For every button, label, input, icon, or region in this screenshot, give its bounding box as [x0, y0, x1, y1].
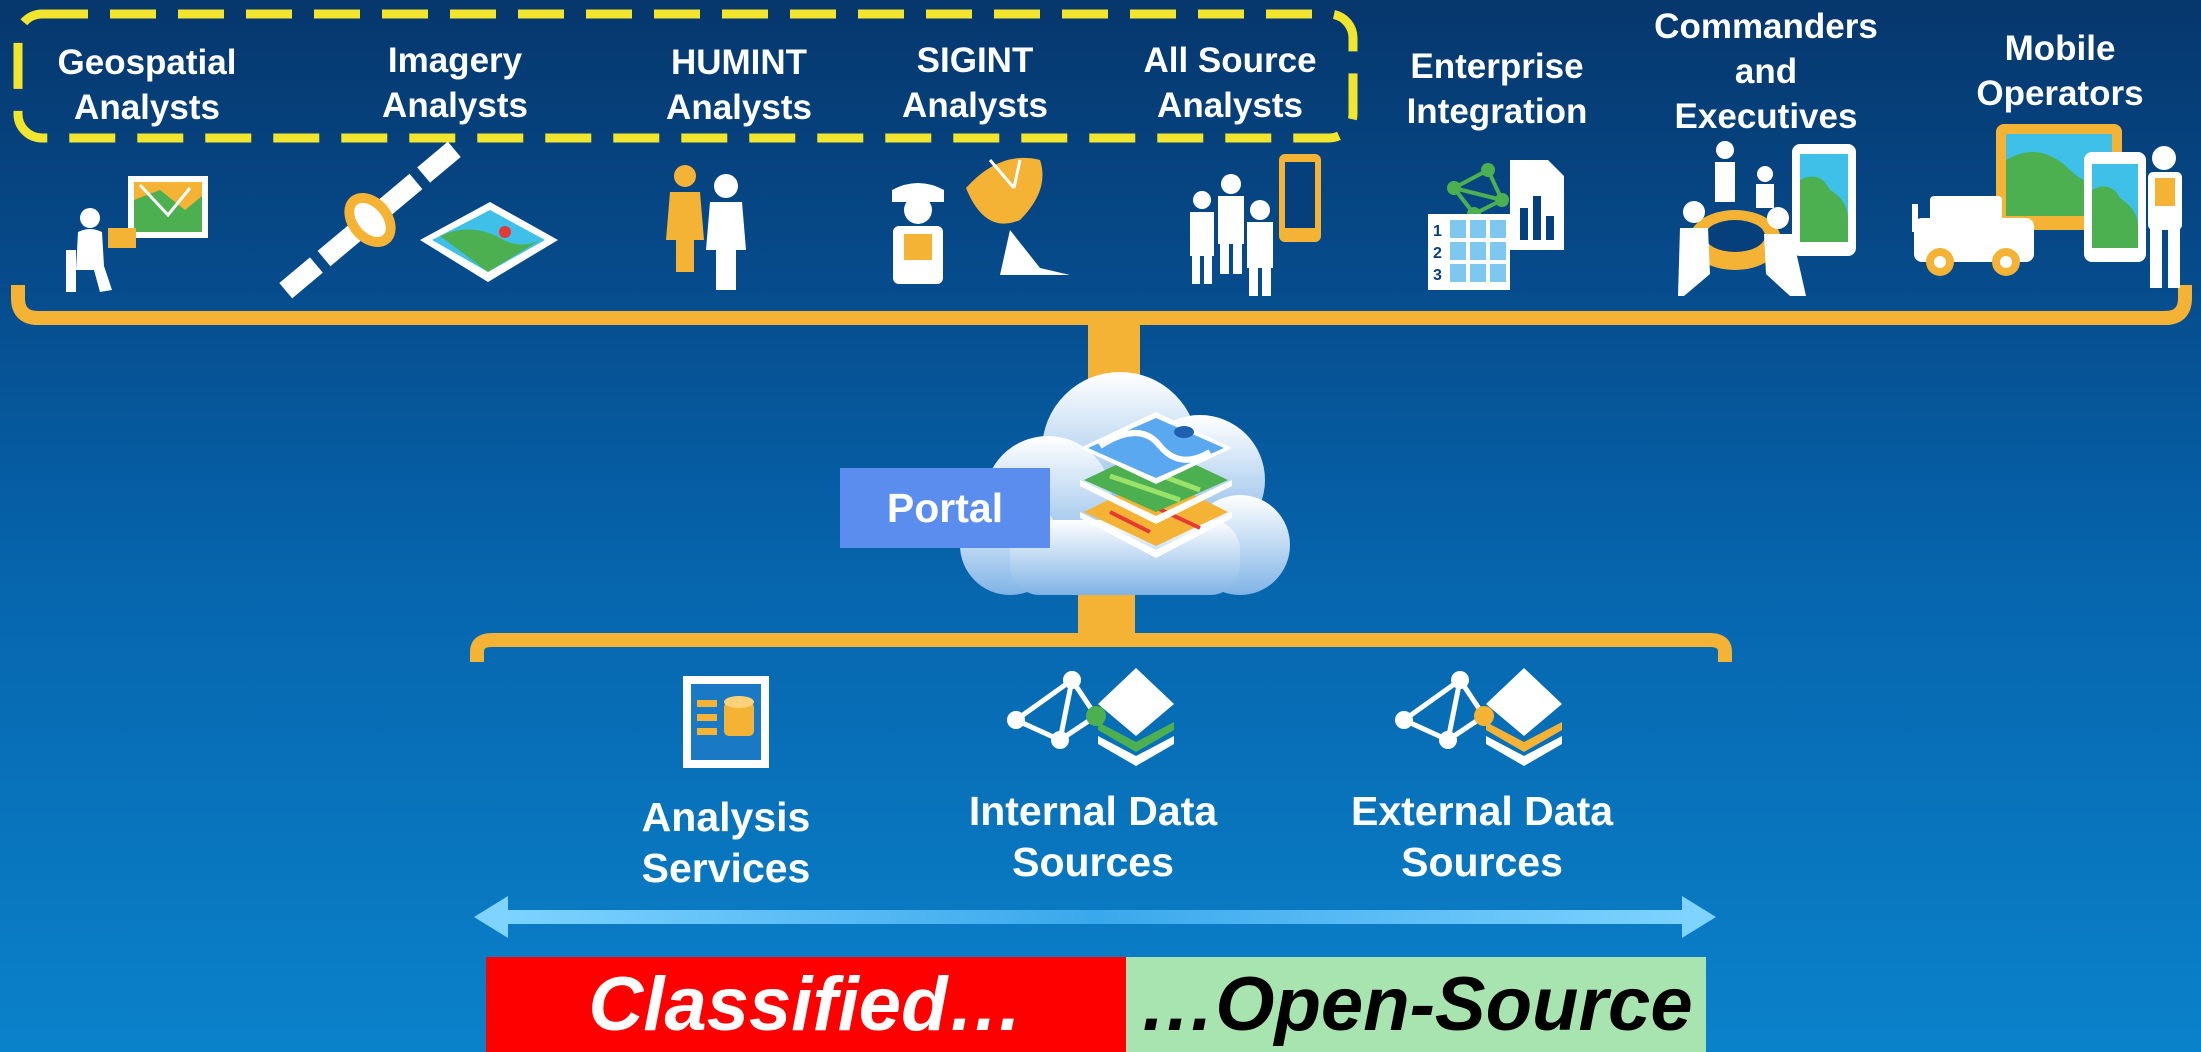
internal-data-icon [1007, 668, 1174, 766]
analyst-highlight-box [13, 9, 1358, 143]
portal-label: Portal [840, 468, 1050, 548]
svg-text:3: 3 [1433, 267, 1442, 284]
external-data-icon [1395, 668, 1562, 766]
vehicle-devices-icon [1912, 124, 2182, 288]
svg-text:1: 1 [1433, 223, 1442, 240]
map-layers-icon [1080, 412, 1232, 558]
analyst-at-map-icon [66, 176, 208, 292]
classified-banner: Classified… [486, 957, 1126, 1052]
svg-text:2: 2 [1433, 245, 1442, 262]
open-source-banner: …Open-Source [1126, 957, 1706, 1052]
satellite-imagery-icon [279, 141, 558, 299]
bottom-bracket [470, 633, 1732, 662]
people-icon [666, 165, 746, 290]
meeting-tablet-icon [1678, 141, 1856, 296]
network-document-table-icon: 1 2 3 [1428, 160, 1564, 290]
soldier-satellite-dish-icon [892, 157, 1070, 284]
group-phone-icon [1190, 154, 1321, 296]
analysis-services-icon [683, 676, 769, 768]
double-arrow-icon [474, 896, 1716, 938]
top-bracket [11, 285, 2192, 325]
